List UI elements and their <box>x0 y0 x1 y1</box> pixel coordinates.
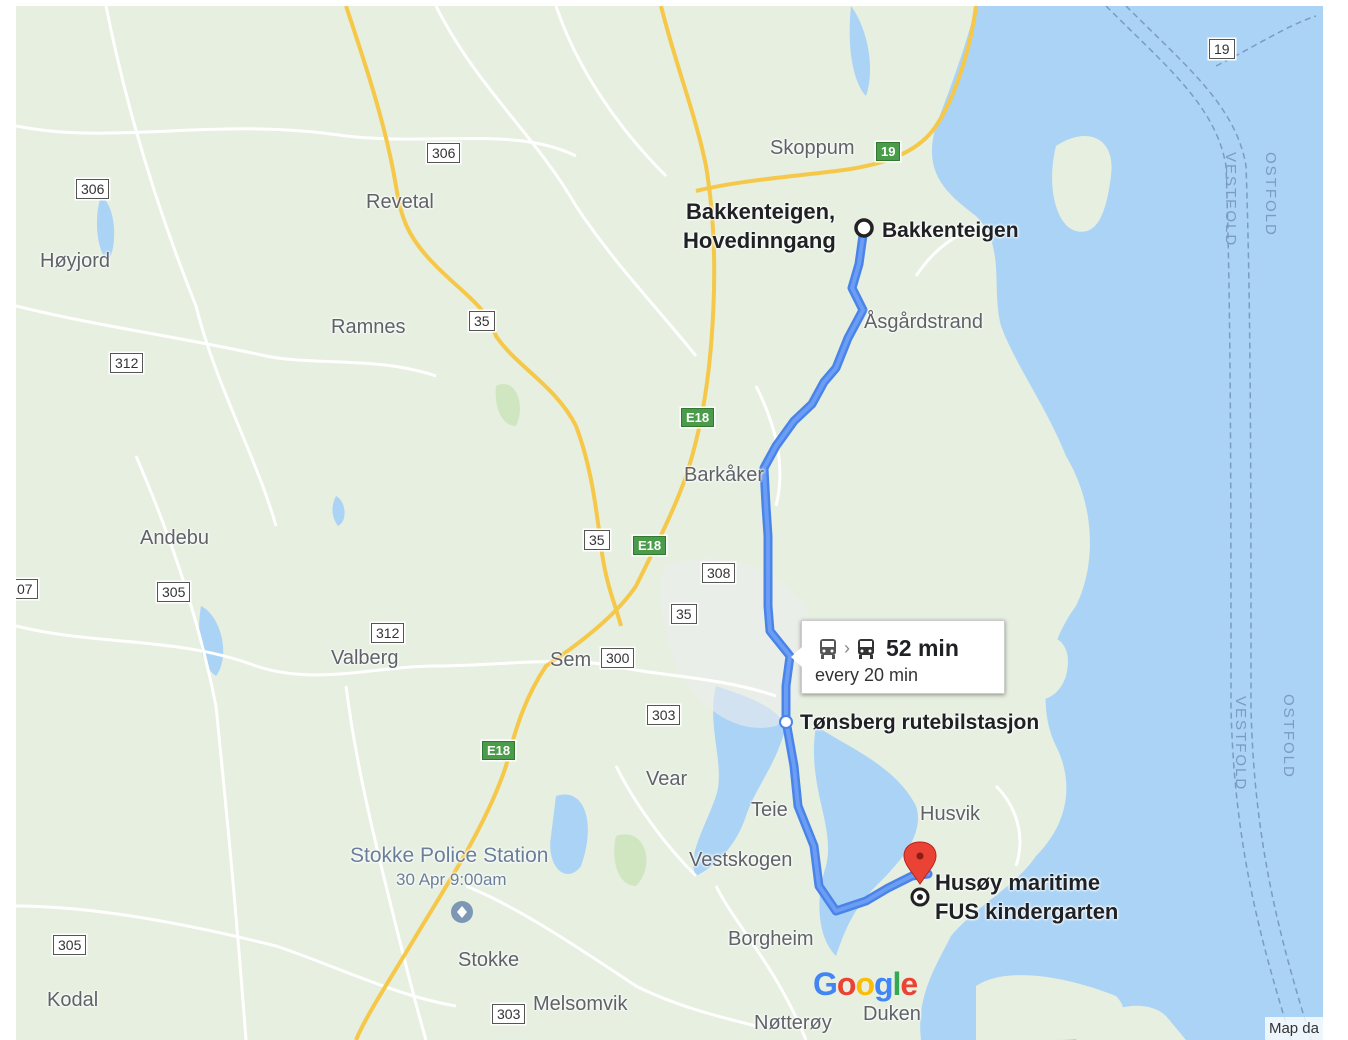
place-label-teie: Teie <box>751 799 788 821</box>
place-label-ramnes: Ramnes <box>331 316 406 338</box>
road-shield-35: 35 <box>469 311 495 331</box>
road-shield-305: 305 <box>157 582 191 602</box>
county-label-ostfold-top: OSTFOLD <box>1262 152 1279 237</box>
park <box>614 834 647 886</box>
road-shield-e18: E18 <box>482 741 516 760</box>
route-line-outline <box>762 226 930 913</box>
origin-marker <box>854 218 874 238</box>
destination-label-line1[interactable]: Husøy maritime <box>935 870 1101 895</box>
road-shield-303: 303 <box>492 1004 526 1024</box>
road-shield-19: 19 <box>1209 39 1235 59</box>
place-label-vestskogen: Vestskogen <box>689 849 793 871</box>
road-shield-e18: E18 <box>633 536 667 555</box>
bus-icon <box>820 638 836 659</box>
road-shield-19: 19 <box>876 142 901 161</box>
byfjord <box>813 726 918 956</box>
road-shield-308: 308 <box>702 563 736 583</box>
road-shield-07: 07 <box>16 579 38 599</box>
lake <box>849 6 871 96</box>
origin-label-line1[interactable]: Bakkenteigen, <box>686 199 836 224</box>
place-label-hoyjord: Høyjord <box>40 250 111 272</box>
place-label-sem: Sem <box>550 649 592 671</box>
road-shield-305: 305 <box>53 935 87 955</box>
road-shield-306: 306 <box>427 143 461 163</box>
chevron-right-icon: › <box>844 638 850 658</box>
road-shield-303: 303 <box>647 705 681 725</box>
island <box>1052 136 1112 232</box>
road-shield-e18: E18 <box>681 408 715 427</box>
place-label-barkaker: Barkåker <box>684 464 765 486</box>
county-label-vestfold-top: VESTFOLD <box>1222 152 1239 248</box>
transfer-stop-label[interactable]: Tønsberg rutebilstasjon <box>800 711 1040 734</box>
popup-pointer <box>791 647 802 667</box>
place-label-skoppum: Skoppum <box>770 137 855 159</box>
police-station-label[interactable]: Stokke Police Station <box>350 844 549 867</box>
island <box>1016 636 1068 700</box>
place-label-notteroy: Nøtterøy <box>754 1012 832 1034</box>
origin-label-line2[interactable]: Hovedinngang <box>683 228 836 253</box>
road-shield-306: 306 <box>76 179 110 199</box>
road-shield-35: 35 <box>671 604 697 624</box>
trip-frequency: every 20 min <box>815 665 919 685</box>
park <box>495 384 520 426</box>
island <box>976 975 1124 1040</box>
place-label-stokke: Stokke <box>458 949 520 971</box>
lake <box>199 606 224 676</box>
place-label-melsomvik: Melsomvik <box>533 993 628 1015</box>
tonsberg-fjord <box>693 686 786 876</box>
road-shield-35: 35 <box>584 530 610 550</box>
county-boundary <box>1105 6 1317 1040</box>
map-base-layer <box>16 6 1323 1040</box>
road-shield-312: 312 <box>110 353 144 373</box>
county-label-vestfold-bottom: VESTFOLD <box>1232 696 1249 792</box>
place-label-kodal: Kodal <box>47 989 99 1011</box>
place-label-valberg: Valberg <box>331 647 399 669</box>
map-canvas[interactable]: Skoppum Revetal Høyjord Ramnes Åsgårdstr… <box>16 6 1323 1040</box>
road-shield-312: 312 <box>371 623 405 643</box>
place-label-borgheim: Borgheim <box>728 928 814 950</box>
urban-area <box>660 558 810 728</box>
road-shield-300: 300 <box>601 648 635 668</box>
bus-icon <box>858 638 874 659</box>
police-station-time: 30 Apr 9:00am <box>396 870 507 889</box>
map-attribution[interactable]: Map da <box>1264 1017 1323 1040</box>
destination-label-line2[interactable]: FUS kindergarten <box>935 899 1119 924</box>
google-logo: Google <box>813 966 918 1002</box>
lake <box>332 496 345 526</box>
place-label-asgardstrand: Åsgårdstrand <box>864 311 983 333</box>
trip-duration: 52 min <box>886 635 959 661</box>
place-label-revetal: Revetal <box>366 191 434 213</box>
popup-modes-row: › 52 min <box>818 635 959 662</box>
place-label-vear: Vear <box>646 768 688 790</box>
island <box>1076 1005 1186 1040</box>
place-label-andebu: Andebu <box>140 527 209 549</box>
transfer-marker <box>779 715 793 729</box>
oslofjord-water <box>920 6 1323 1040</box>
origin-label-right[interactable]: Bakkenteigen <box>882 219 1019 242</box>
lake <box>96 196 115 261</box>
destination-pin-icon <box>903 841 937 885</box>
place-label-husvik: Husvik <box>920 803 981 825</box>
lake <box>550 794 588 875</box>
route-summary-popup[interactable]: › 52 min every 20 min <box>791 620 1005 694</box>
minor-roads <box>16 6 1022 1040</box>
county-label-ostfold-bottom: OSTFOLD <box>1280 694 1297 779</box>
place-label-duken: Duken <box>863 1003 921 1025</box>
